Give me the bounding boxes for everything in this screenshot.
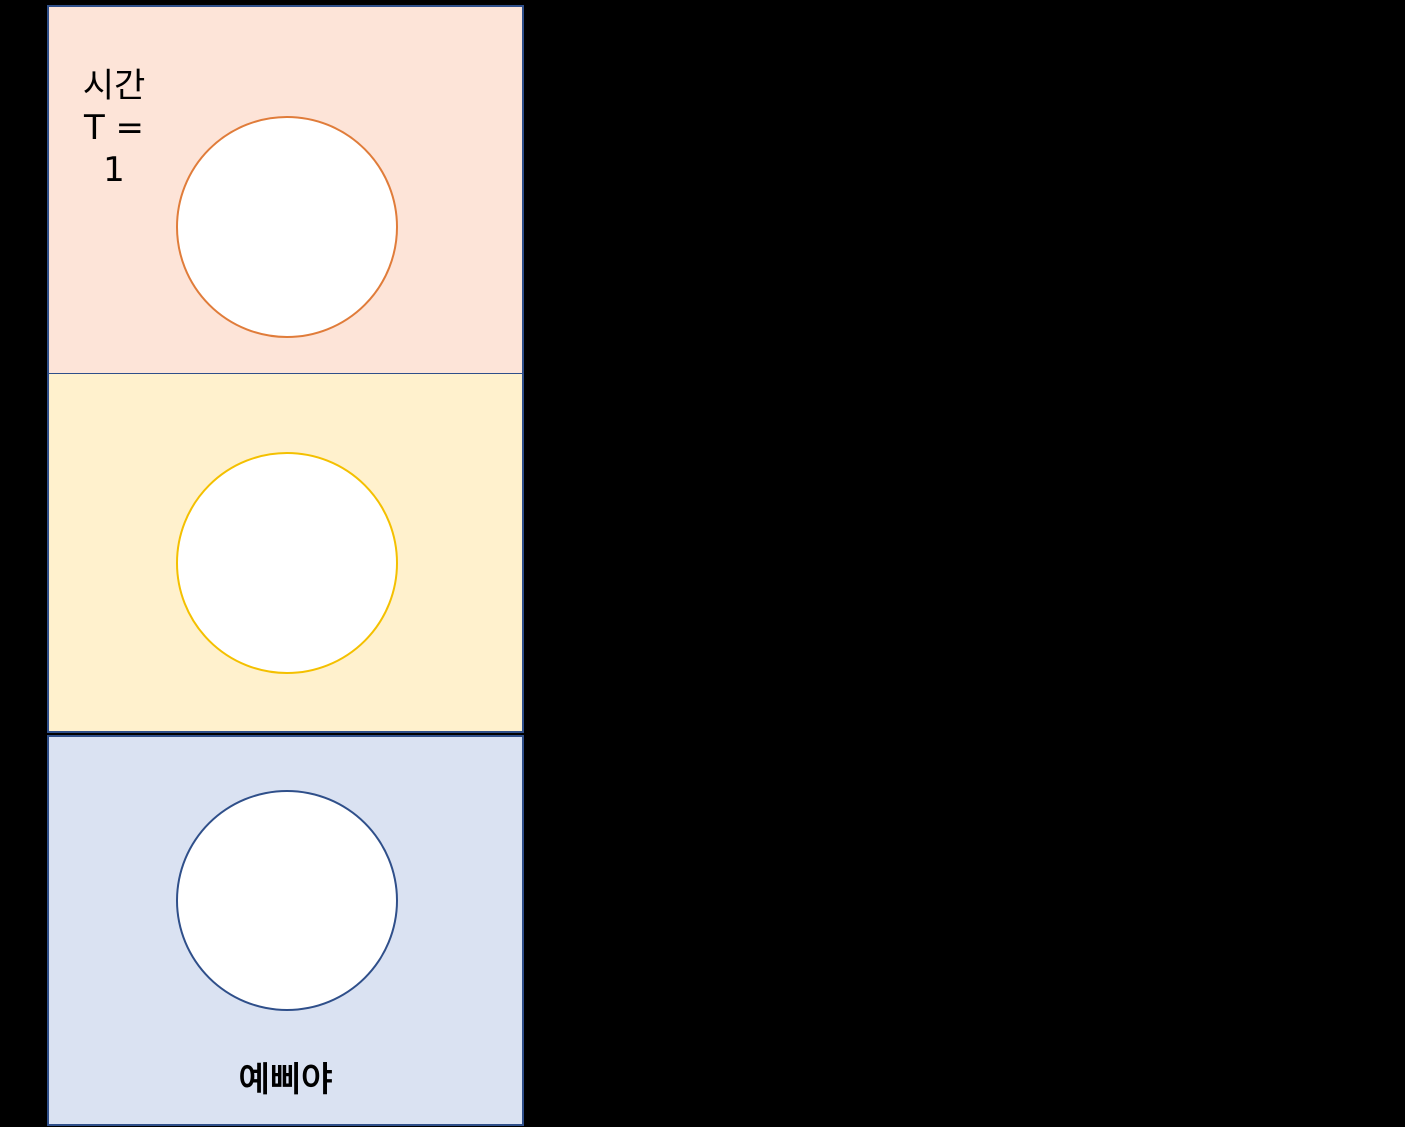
time-label-title: 시간 xyxy=(82,66,146,106)
bottom-panel: 예삐야 xyxy=(47,735,524,1126)
top-circle xyxy=(176,116,398,338)
middle-panel xyxy=(47,373,524,733)
bottom-circle xyxy=(176,790,398,1011)
bottom-label: 예삐야 xyxy=(238,1060,333,1100)
middle-circle xyxy=(176,452,398,674)
top-panel: 시간 T = 1 xyxy=(47,5,524,374)
time-label-value: T = 1 xyxy=(83,108,145,190)
time-label: 시간 T = 1 xyxy=(69,65,159,191)
